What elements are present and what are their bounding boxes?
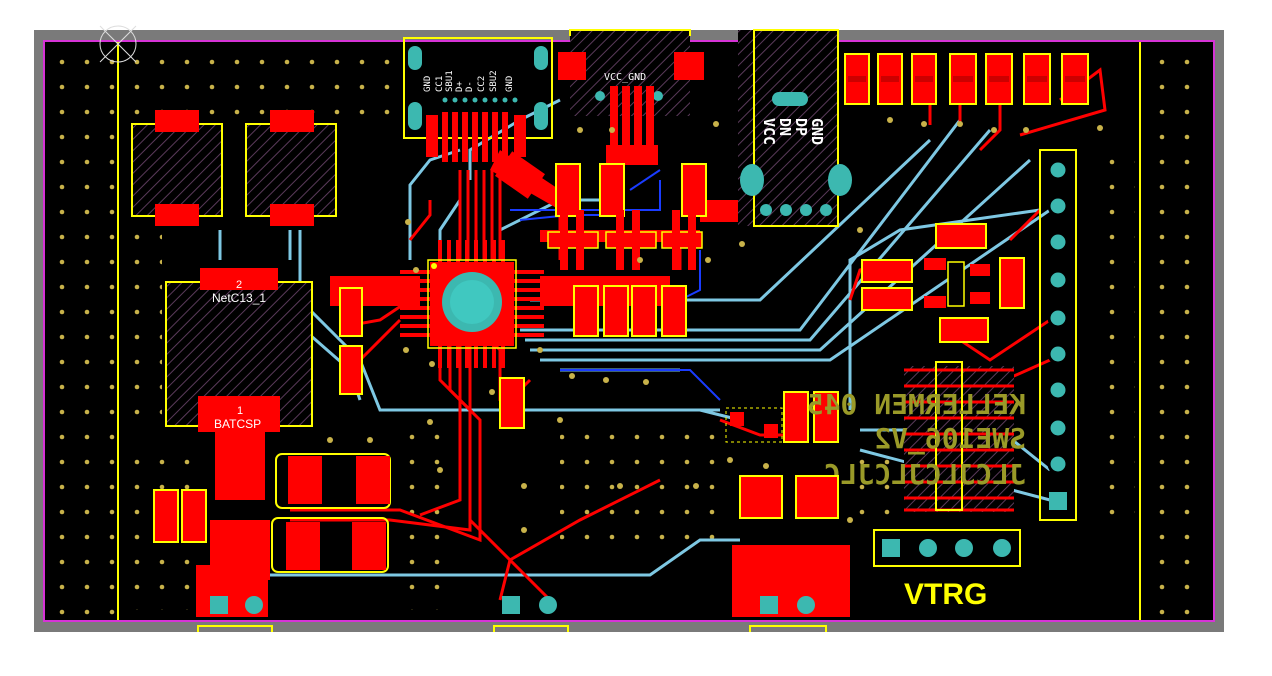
fpc-pin-label: D+ — [455, 81, 465, 92]
fpc-pin-label: CC2 — [477, 76, 487, 92]
pin-2-label: 2 — [236, 279, 242, 291]
resistor-strip — [547, 210, 703, 270]
small-diode — [725, 407, 783, 443]
decoupling-caps — [153, 163, 1025, 543]
inductor-left-1 — [131, 110, 223, 226]
net-c13-label: NetC13_1 — [212, 291, 266, 305]
mcu-qfn — [400, 240, 544, 368]
usb-pin-label: GND — [808, 118, 826, 145]
usb-connector: GND DP DN VCC — [738, 29, 852, 227]
vtrg-label: VTRG — [904, 578, 987, 611]
fpc-connector — [403, 37, 553, 162]
usb-pin-label: DN — [776, 118, 794, 136]
bottom-edge-connectors — [197, 596, 827, 632]
power-switch-pads — [739, 475, 839, 519]
tactile-switch-pads — [271, 453, 391, 573]
pin-header-vtrg — [873, 529, 1021, 567]
fpc-pin-label: SBU2 — [489, 70, 499, 92]
batcsp-label: BATCSP — [214, 417, 261, 431]
sot-transistor — [924, 258, 990, 308]
fpc-pin-labels: GND CC1 SBU1 D+ D- CC2 SBU2 GND — [423, 70, 515, 92]
scattered-vias — [327, 117, 1103, 533]
inductor-left-2 — [245, 110, 337, 226]
vcc-gnd-label: VCC_GND — [604, 72, 646, 83]
power-connector: VCC_GND — [558, 29, 704, 165]
soic-chip — [904, 361, 1014, 512]
fpc-pin-label: GND — [423, 76, 433, 92]
battery-holder: 2 NetC13_1 1 BATCSP — [165, 268, 313, 432]
origin-crosshair-icon — [99, 25, 137, 63]
fpc-pin-label: SBU1 — [445, 70, 455, 92]
usb-pin-label: VCC — [760, 118, 778, 145]
resistor-array-top — [844, 53, 1089, 105]
pin-1-label: 1 — [237, 405, 243, 417]
fpc-pin-label: CC1 — [435, 76, 445, 92]
bottom-silk-revision: KELLERMEN 045 SWE106_V2 JLCJLCJLCJLC — [807, 388, 1026, 491]
revision-line-3: JLCJLCJLCJLC — [824, 458, 1026, 491]
fpc-pin-label: D- — [465, 81, 475, 92]
pin-header-vertical — [1039, 149, 1077, 521]
fpc-pin-label: GND — [505, 76, 515, 92]
revision-line-2: SWE106_V2 — [874, 422, 1026, 455]
usb-pin-label: DP — [792, 118, 810, 136]
revision-line-1: KELLERMEN 045 — [807, 388, 1026, 421]
